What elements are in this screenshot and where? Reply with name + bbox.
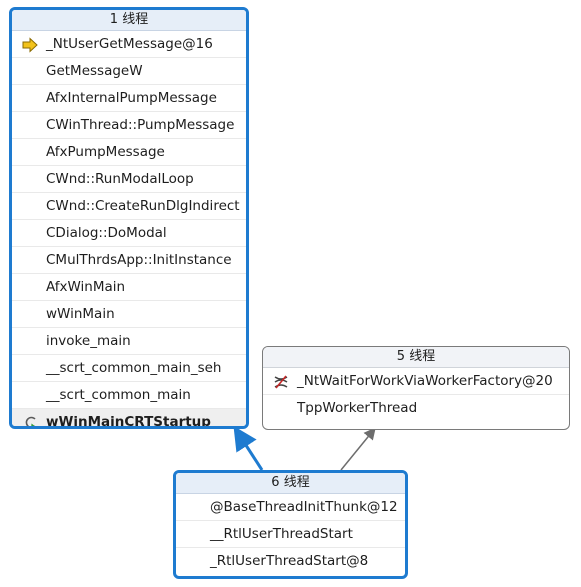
thread1-frame-row[interactable]: CDialog::DoModal bbox=[12, 220, 246, 247]
arrow-thread6-to-thread1 bbox=[233, 425, 264, 471]
frame-label: __scrt_common_main_seh bbox=[46, 360, 222, 376]
frame-label: CDialog::DoModal bbox=[46, 225, 167, 241]
frame-label: CWinThread::PumpMessage bbox=[46, 117, 235, 133]
thread1-frame-row[interactable]: CWnd::CreateRunDlgIndirect bbox=[12, 193, 246, 220]
frame-label: _RtlUserThreadStart@8 bbox=[210, 553, 369, 569]
return-arrow-icon bbox=[22, 414, 38, 426]
frame-label: @BaseThreadInitThunk@12 bbox=[210, 499, 398, 515]
thread6-frame-row[interactable]: @BaseThreadInitThunk@12 bbox=[176, 494, 405, 521]
thread5-frame-row[interactable]: TppWorkerThread bbox=[263, 395, 569, 421]
thread-5-header: 5 线程 bbox=[263, 347, 569, 368]
thread1-frame-row[interactable]: CWnd::RunModalLoop bbox=[12, 166, 246, 193]
frame-label: AfxInternalPumpMessage bbox=[46, 90, 217, 106]
thread6-frame-row[interactable]: _RtlUserThreadStart@8 bbox=[176, 548, 405, 574]
thread1-frame-row[interactable]: GetMessageW bbox=[12, 58, 246, 85]
frame-label: _NtWaitForWorkViaWorkerFactory@20 bbox=[297, 373, 553, 389]
frame-label: GetMessageW bbox=[46, 63, 143, 79]
arrow-thread6-to-thread5 bbox=[340, 427, 376, 471]
frame-label: __scrt_common_main bbox=[46, 387, 191, 403]
thread1-frame-row[interactable]: CMulThrdsApp::InitInstance bbox=[12, 247, 246, 274]
thread1-frame-row[interactable]: invoke_main bbox=[12, 328, 246, 355]
current-frame-arrow-icon bbox=[22, 36, 38, 53]
frame-label: CMulThrdsApp::InitInstance bbox=[46, 252, 232, 268]
thread1-frame-row[interactable]: _NtUserGetMessage@16 bbox=[12, 31, 246, 58]
thread6-frame-row[interactable]: __RtlUserThreadStart bbox=[176, 521, 405, 548]
frame-label: wWinMain bbox=[46, 306, 115, 322]
thread1-frame-row[interactable]: AfxWinMain bbox=[12, 274, 246, 301]
thread1-frame-row[interactable]: wWinMain bbox=[12, 301, 246, 328]
thread1-frame-row[interactable]: wWinMainCRTStartup bbox=[12, 409, 246, 429]
thread1-frame-row[interactable]: AfxInternalPumpMessage bbox=[12, 85, 246, 112]
frame-label: invoke_main bbox=[46, 333, 131, 349]
thread1-frame-row[interactable]: __scrt_common_main bbox=[12, 382, 246, 409]
thread1-frame-row[interactable]: CWinThread::PumpMessage bbox=[12, 112, 246, 139]
threads-icon bbox=[273, 373, 289, 389]
frame-label: AfxPumpMessage bbox=[46, 144, 165, 160]
frame-label: wWinMainCRTStartup bbox=[46, 414, 211, 429]
thread5-frame-row[interactable]: _NtWaitForWorkViaWorkerFactory@20 bbox=[263, 368, 569, 395]
frame-label: AfxWinMain bbox=[46, 279, 126, 295]
thread1-frame-row[interactable]: AfxPumpMessage bbox=[12, 139, 246, 166]
frame-label: __RtlUserThreadStart bbox=[210, 526, 353, 542]
frame-label: TppWorkerThread bbox=[297, 400, 418, 416]
frame-label: CWnd::CreateRunDlgIndirect bbox=[46, 198, 240, 214]
thread-1-header: 1 线程 bbox=[12, 10, 246, 31]
frame-label: _NtUserGetMessage@16 bbox=[46, 36, 213, 52]
frame-label: CWnd::RunModalLoop bbox=[46, 171, 194, 187]
thread-6-frames: @BaseThreadInitThunk@12 __RtlUserThreadSt… bbox=[176, 494, 405, 574]
thread1-frame-row[interactable]: __scrt_common_main_seh bbox=[12, 355, 246, 382]
thread-6-header: 6 线程 bbox=[176, 473, 405, 494]
thread-6-node[interactable]: 6 线程 @BaseThreadInitThunk@12 __RtlUserThr… bbox=[173, 470, 408, 579]
